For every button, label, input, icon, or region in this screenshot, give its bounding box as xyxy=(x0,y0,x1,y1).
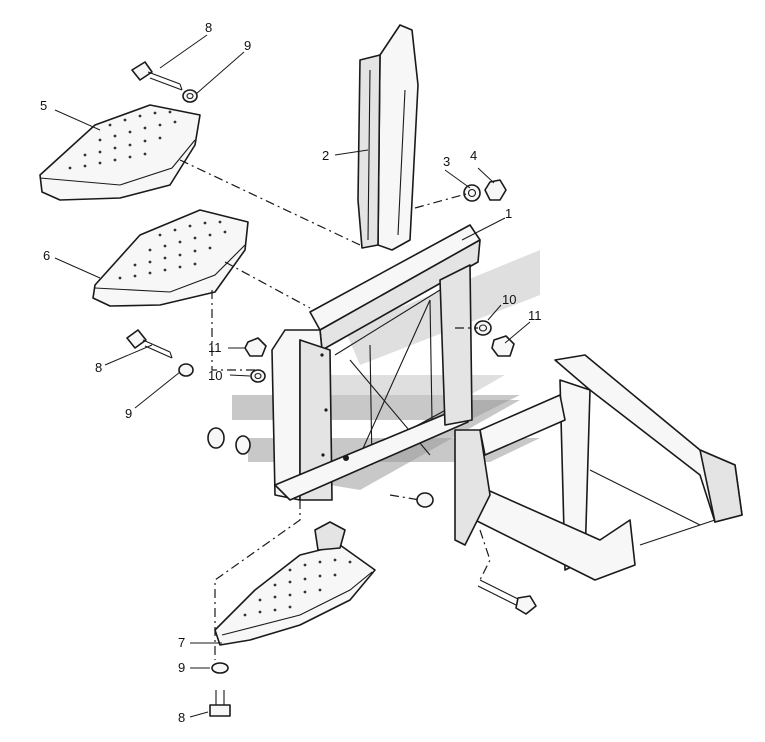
callout-8-top: 8 xyxy=(205,20,212,35)
callout-labels: 1 2 3 4 5 6 7 8 8 8 9 9 9 10 10 11 11 xyxy=(40,20,542,725)
callout-9-bottom: 9 xyxy=(178,660,185,675)
callout-7: 7 xyxy=(178,635,185,650)
callout-9-left: 9 xyxy=(125,406,132,421)
callout-10-right: 10 xyxy=(502,292,516,307)
part-1-main-frame xyxy=(271,224,481,501)
fastener-hardware xyxy=(126,61,537,717)
callout-8-bottom: 8 xyxy=(178,710,185,725)
callout-9-top: 9 xyxy=(244,38,251,53)
callout-10-left: 10 xyxy=(208,368,222,383)
part-2-column xyxy=(357,24,419,251)
part-7-step-plate xyxy=(214,521,376,646)
callout-2: 2 xyxy=(322,148,329,163)
part-5-step-plate xyxy=(39,104,201,201)
callout-11-left: 11 xyxy=(208,340,222,355)
assembly-guide-lines xyxy=(179,159,491,660)
callout-8-left: 8 xyxy=(95,360,102,375)
callout-6: 6 xyxy=(43,248,50,263)
callout-leaders xyxy=(54,34,531,718)
callout-3: 3 xyxy=(443,154,450,169)
part-6-step-plate xyxy=(92,209,249,307)
callout-5: 5 xyxy=(40,98,47,113)
callout-4: 4 xyxy=(470,148,477,163)
step-platform-assembly xyxy=(454,354,743,581)
callout-11-right: 11 xyxy=(528,308,542,323)
callout-1: 1 xyxy=(505,206,512,221)
